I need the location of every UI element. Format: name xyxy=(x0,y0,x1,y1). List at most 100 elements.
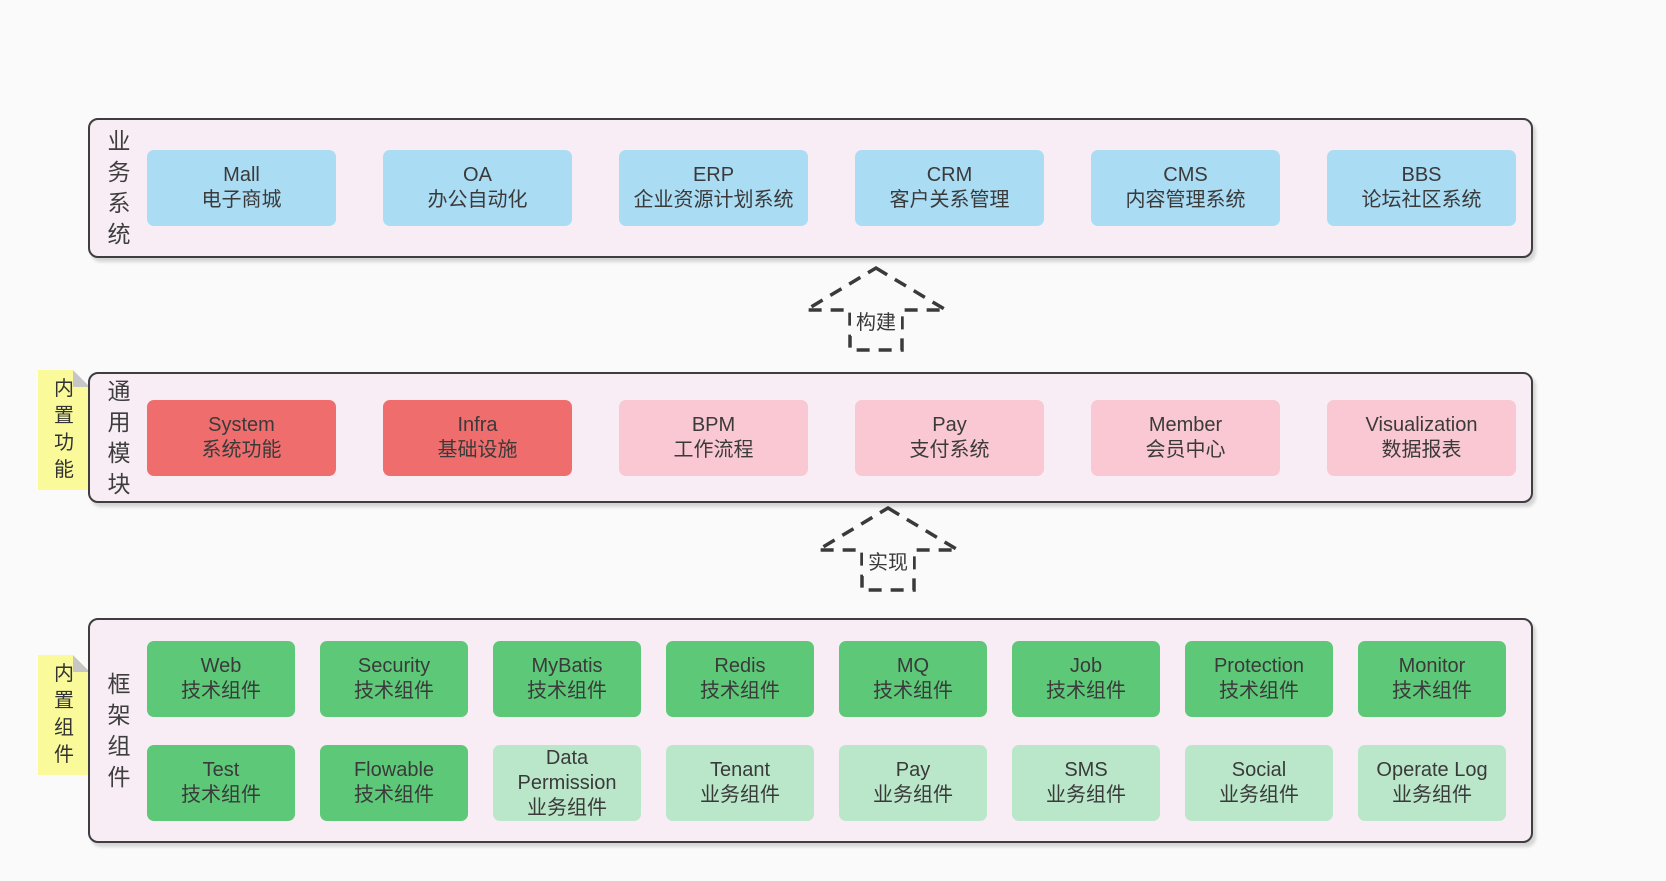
box-sms: SMS 业务组件 xyxy=(1012,745,1160,821)
box-title: Monitor xyxy=(1398,655,1466,677)
box-operate-log: Operate Log 业务组件 xyxy=(1358,745,1506,821)
arrow-label: 实现 xyxy=(863,545,913,576)
modules-box-row: System 系统功能 Infra 基础设施 BPM 工作流程 Pay 支付系统… xyxy=(147,400,1516,476)
arrow-label: 构建 xyxy=(851,305,901,336)
box-subtitle: 办公自动化 xyxy=(427,189,528,211)
box-subtitle: 业务组件 xyxy=(1392,784,1472,806)
box-title: Test xyxy=(202,759,240,781)
box-title: Job xyxy=(1069,655,1103,677)
box-redis: Redis 技术组件 xyxy=(666,641,814,717)
box-subtitle: 技术组件 xyxy=(1046,680,1126,702)
box-subtitle: 基础设施 xyxy=(437,439,518,461)
box-title: Operate Log xyxy=(1376,759,1488,781)
section-label-framework-components: 框架组件 xyxy=(107,670,131,790)
box-mall: Mall 电子商城 xyxy=(147,150,336,226)
box-title: SMS xyxy=(1064,759,1108,781)
box-social: Social 业务组件 xyxy=(1185,745,1333,821)
box-subtitle: 技术组件 xyxy=(873,680,953,702)
box-title: Member xyxy=(1148,414,1223,436)
box-subtitle: 业务组件 xyxy=(873,784,953,806)
box-subtitle: 电子商城 xyxy=(201,189,282,211)
sticky-note-built-in-features: 内置功能 xyxy=(38,370,90,490)
box-title: Mall xyxy=(223,164,260,186)
box-title: BBS xyxy=(1401,164,1442,186)
box-crm: CRM 客户关系管理 xyxy=(855,150,1044,226)
box-title: Pay xyxy=(932,414,967,436)
sticky-note-text: 内置功能 xyxy=(54,378,74,481)
box-oa: OA 办公自动化 xyxy=(383,150,572,226)
box-title: Protection xyxy=(1213,655,1305,677)
components-box-row-2: Test 技术组件 Flowable 技术组件 Data Permission … xyxy=(147,745,1506,821)
box-title: Visualization xyxy=(1365,414,1478,436)
arrow-build: 构建 xyxy=(798,258,958,358)
box-title: Data Permission xyxy=(517,746,617,794)
box-subtitle: 技术组件 xyxy=(1392,680,1472,702)
box-title: CMS xyxy=(1163,164,1208,186)
box-subtitle: 技术组件 xyxy=(181,680,261,702)
box-system: System 系统功能 xyxy=(147,400,336,476)
box-title: Redis xyxy=(714,655,766,677)
box-title: ERP xyxy=(692,164,735,186)
box-subtitle: 业务组件 xyxy=(1219,784,1299,806)
box-subtitle: 业务组件 xyxy=(1046,784,1126,806)
box-subtitle: 技术组件 xyxy=(1219,680,1299,702)
box-title: Security xyxy=(357,655,431,677)
box-title: BPM xyxy=(691,414,736,436)
box-cms: CMS 内容管理系统 xyxy=(1091,150,1280,226)
box-web: Web 技术组件 xyxy=(147,641,295,717)
box-subtitle: 技术组件 xyxy=(354,784,434,806)
box-subtitle: 企业资源计划系统 xyxy=(633,189,794,211)
box-visualization: Visualization 数据报表 xyxy=(1327,400,1516,476)
box-title: CRM xyxy=(926,164,973,186)
box-title: Social xyxy=(1231,759,1287,781)
box-protection: Protection 技术组件 xyxy=(1185,641,1333,717)
box-title: MyBatis xyxy=(531,655,603,677)
box-infra: Infra 基础设施 xyxy=(383,400,572,476)
box-member: Member 会员中心 xyxy=(1091,400,1280,476)
box-title: Pay xyxy=(895,759,931,781)
box-bbs: BBS 论坛社区系统 xyxy=(1327,150,1516,226)
box-mybatis: MyBatis 技术组件 xyxy=(493,641,641,717)
box-mq: MQ 技术组件 xyxy=(839,641,987,717)
box-title: System xyxy=(208,414,275,436)
box-title: Tenant xyxy=(709,759,771,781)
box-erp: ERP 企业资源计划系统 xyxy=(619,150,808,226)
box-subtitle: 技术组件 xyxy=(700,680,780,702)
sticky-note-text: 内置组件 xyxy=(54,663,74,766)
box-test: Test 技术组件 xyxy=(147,745,295,821)
box-bpm: BPM 工作流程 xyxy=(619,400,808,476)
box-subtitle: 工作流程 xyxy=(673,439,754,461)
box-flowable: Flowable 技术组件 xyxy=(320,745,468,821)
section-business-systems: 业务系统 Mall 电子商城 OA 办公自动化 ERP 企业资源计划系统 CRM… xyxy=(88,118,1533,258)
arrow-implement: 实现 xyxy=(810,498,970,598)
box-pay-component: Pay 业务组件 xyxy=(839,745,987,821)
box-subtitle: 业务组件 xyxy=(527,796,607,819)
box-title: Flowable xyxy=(353,759,435,781)
box-pay-system: Pay 支付系统 xyxy=(855,400,1044,476)
box-data-permission: Data Permission 业务组件 xyxy=(493,745,641,821)
box-tenant: Tenant 业务组件 xyxy=(666,745,814,821)
section-common-modules: 通用模块 System 系统功能 Infra 基础设施 BPM 工作流程 Pay… xyxy=(88,372,1533,503)
box-subtitle: 客户关系管理 xyxy=(889,189,1010,211)
business-box-row: Mall 电子商城 OA 办公自动化 ERP 企业资源计划系统 CRM 客户关系… xyxy=(147,150,1516,226)
section-label-business-systems: 业务系统 xyxy=(107,128,131,247)
box-subtitle: 内容管理系统 xyxy=(1125,189,1246,211)
box-job: Job 技术组件 xyxy=(1012,641,1160,717)
section-label-common-modules: 通用模块 xyxy=(107,377,131,497)
box-subtitle: 业务组件 xyxy=(700,784,780,806)
box-subtitle: 系统功能 xyxy=(201,439,282,461)
box-title: Infra xyxy=(457,414,498,436)
box-subtitle: 数据报表 xyxy=(1381,439,1462,461)
sticky-note-built-in-components: 内置组件 xyxy=(38,655,90,775)
box-subtitle: 技术组件 xyxy=(354,680,434,702)
box-subtitle: 技术组件 xyxy=(181,784,261,806)
box-subtitle: 论坛社区系统 xyxy=(1361,189,1482,211)
section-framework-components: 框架组件 Web 技术组件 Security 技术组件 MyBatis 技术组件… xyxy=(88,618,1533,843)
box-security: Security 技术组件 xyxy=(320,641,468,717)
box-subtitle: 会员中心 xyxy=(1145,439,1226,461)
box-title: Web xyxy=(200,655,242,677)
box-title: MQ xyxy=(896,655,930,677)
components-box-row-1: Web 技术组件 Security 技术组件 MyBatis 技术组件 Redi… xyxy=(147,641,1506,717)
box-subtitle: 支付系统 xyxy=(909,439,990,461)
